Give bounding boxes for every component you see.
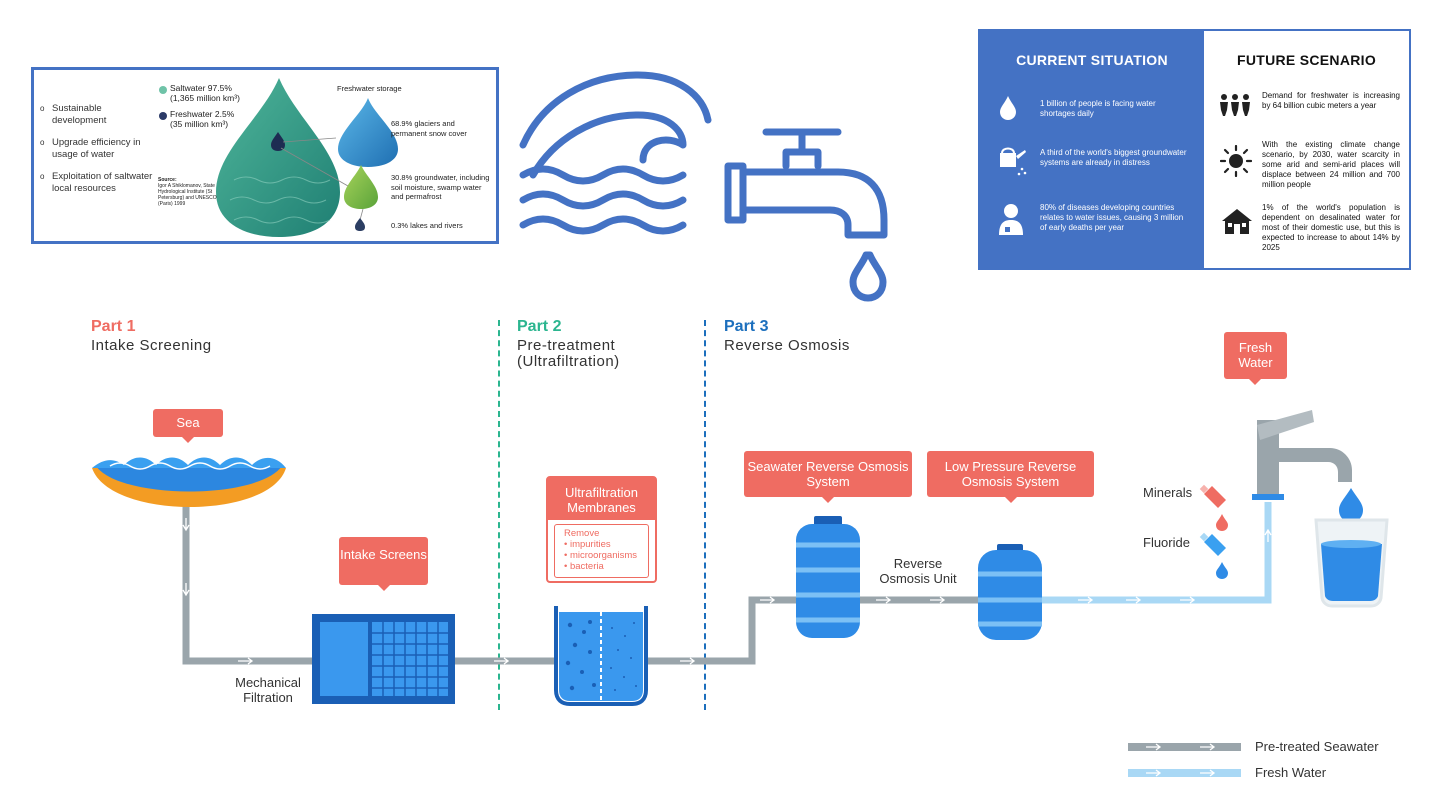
water-distribution-panel: Sustainable development Upgrade efficien… [31, 67, 499, 244]
swro-tag: Seawater Reverse Osmosis System [744, 451, 912, 497]
future-item-text: With the existing climate change scenari… [1262, 140, 1400, 189]
wave-tap-icon [519, 71, 888, 302]
future-item-text: 1% of the world's population is dependen… [1262, 203, 1400, 252]
sun-icon [1220, 145, 1252, 177]
legend-pretreated-label: Pre-treated Seawater [1255, 739, 1379, 754]
part-2-number: Part 2 [517, 318, 562, 335]
people-icon [1220, 94, 1250, 116]
uf-remove-item: • bacteria [564, 561, 604, 572]
glacier-drop [338, 98, 398, 167]
goal-item: Upgrade efficiency in usage of water [40, 137, 158, 161]
intake-screens [312, 614, 455, 704]
current-item-text: 80% of diseases developing countries rel… [1040, 203, 1184, 232]
minerals-label: Minerals [1143, 485, 1193, 500]
sea-bowl [92, 457, 286, 507]
storage-lakes: 0.3% lakes and rivers [391, 221, 463, 230]
freshwater-marker-drop [271, 132, 285, 151]
fresh-water-tag: Fresh Water [1224, 332, 1287, 379]
goal-item: Sustainable development [40, 103, 158, 127]
low-pressure-ro-tank [978, 544, 1042, 640]
watering-can-icon [1000, 147, 1027, 176]
tag-pointer [821, 496, 835, 503]
uf-remove-item: • impurities [564, 539, 611, 550]
minerals-dropper [1199, 484, 1228, 531]
goal-item: Exploitation of saltwater local resource… [40, 171, 158, 195]
current-situation-panel: CURRENT SITUATION 1 billion of people is… [980, 31, 1204, 268]
mechanical-filtration-label: Mechanical Filtration [235, 675, 301, 705]
fluoride-label: Fluoride [1143, 535, 1190, 550]
groundwater-drop [344, 165, 378, 209]
tag-pointer [377, 584, 391, 591]
storage-glaciers: 68.9% glaciers and permanent snow cover [391, 119, 467, 138]
uf-remove-item: • microorganisms [564, 550, 638, 561]
part-3-number: Part 3 [724, 318, 769, 335]
faucet [1252, 410, 1363, 522]
current-item-text: A third of the world's biggest groundwat… [1040, 148, 1187, 167]
future-item-text: Demand for freshwater is increasing by 6… [1262, 91, 1400, 110]
current-situation-title: CURRENT SITUATION [1016, 52, 1168, 68]
house-icon [1222, 209, 1252, 234]
source-note: Source: Igor A Shiklomanov, State Hydrol… [158, 177, 217, 207]
lpro-tag: Low Pressure Reverse Osmosis System [927, 451, 1094, 497]
storage-groundwater: 30.8% groundwater, including soil moistu… [391, 173, 490, 201]
part-3-title: Reverse Osmosis [724, 337, 850, 354]
part-divider [498, 320, 500, 710]
tag-pointer [1248, 378, 1262, 385]
freshwater-legend-dot [159, 112, 167, 120]
current-item-text: 1 billion of people is facing water shor… [1040, 99, 1156, 118]
water-drops-illustration [216, 78, 398, 237]
freshwater-legend: Freshwater 2.5%(35 million km³) [170, 109, 235, 129]
part-1-number: Part 1 [91, 318, 136, 335]
seawater-ro-tank [796, 516, 860, 638]
ultrafiltration-tank [554, 606, 648, 706]
intake-screens-tag: Intake Screens [339, 537, 428, 585]
part-divider [704, 320, 706, 710]
doctor-icon [999, 204, 1023, 235]
legend-fresh-label: Fresh Water [1255, 765, 1327, 780]
part-2-title: Pre-treatment (Ultrafiltration) [517, 337, 620, 370]
part-1-title: Intake Screening [91, 337, 212, 354]
uf-remove-title: Remove [564, 528, 600, 539]
uf-membranes-tag: Ultrafiltration Membranes [548, 478, 655, 520]
future-scenario-title: FUTURE SCENARIO [1236, 52, 1377, 68]
water-glass [1314, 518, 1389, 608]
water-drop-icon [1000, 96, 1016, 120]
stats-panel: CURRENT SITUATION 1 billion of people is… [978, 29, 1411, 270]
sea-tag: Sea [153, 409, 223, 437]
tag-pointer [1004, 496, 1018, 503]
lakes-drop [355, 218, 365, 231]
legend-lines [1128, 743, 1241, 777]
uf-membranes-card: Ultrafiltration Membranes Remove • impur… [546, 476, 657, 583]
storage-title: Freshwater storage [337, 84, 402, 93]
tag-pointer [181, 436, 195, 443]
uf-remove-list: Remove • impurities • microorganisms • b… [554, 524, 649, 578]
fluoride-dropper [1199, 532, 1228, 579]
saltwater-legend-dot [159, 86, 167, 94]
saltwater-legend: Saltwater 97.5%(1,365 million km³) [170, 83, 240, 103]
ro-unit-label: Reverse Osmosis Unit [879, 556, 957, 586]
